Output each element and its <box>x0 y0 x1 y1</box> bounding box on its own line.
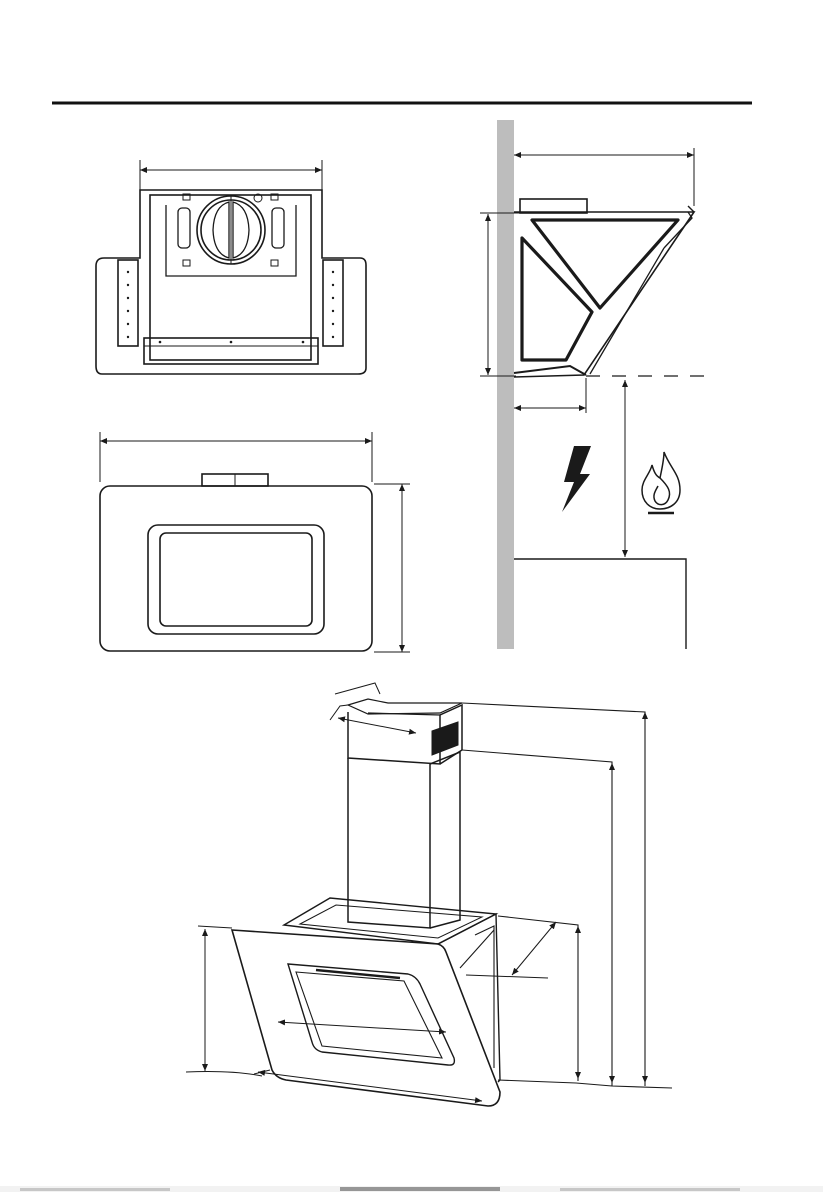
chimney-cover-top <box>348 699 462 714</box>
side-view-installation <box>480 120 716 649</box>
hood-side <box>438 914 500 1082</box>
reference-floor-line <box>498 1080 672 1088</box>
lightning-icon <box>562 446 591 512</box>
footer-scan-artifact <box>0 1186 823 1192</box>
perspective-view <box>186 683 672 1106</box>
hood-frame-lower <box>522 238 592 360</box>
flame-icon <box>642 452 680 513</box>
chimney-lower <box>348 758 430 928</box>
front-view <box>100 432 410 652</box>
hood-profile <box>514 212 694 377</box>
front-view-filter-window-inner <box>160 533 312 626</box>
wall <box>497 120 514 649</box>
top-view <box>96 160 366 374</box>
front-view-filter-window-outer <box>148 525 324 634</box>
hood-top-plate <box>284 898 496 944</box>
glass-panel <box>232 930 500 1106</box>
side-chimney-base <box>520 199 587 213</box>
worktop <box>514 559 686 649</box>
perspective-filter-window-outer <box>288 964 454 1065</box>
vent-grille <box>432 722 458 755</box>
hood-frame-upper <box>532 220 678 308</box>
